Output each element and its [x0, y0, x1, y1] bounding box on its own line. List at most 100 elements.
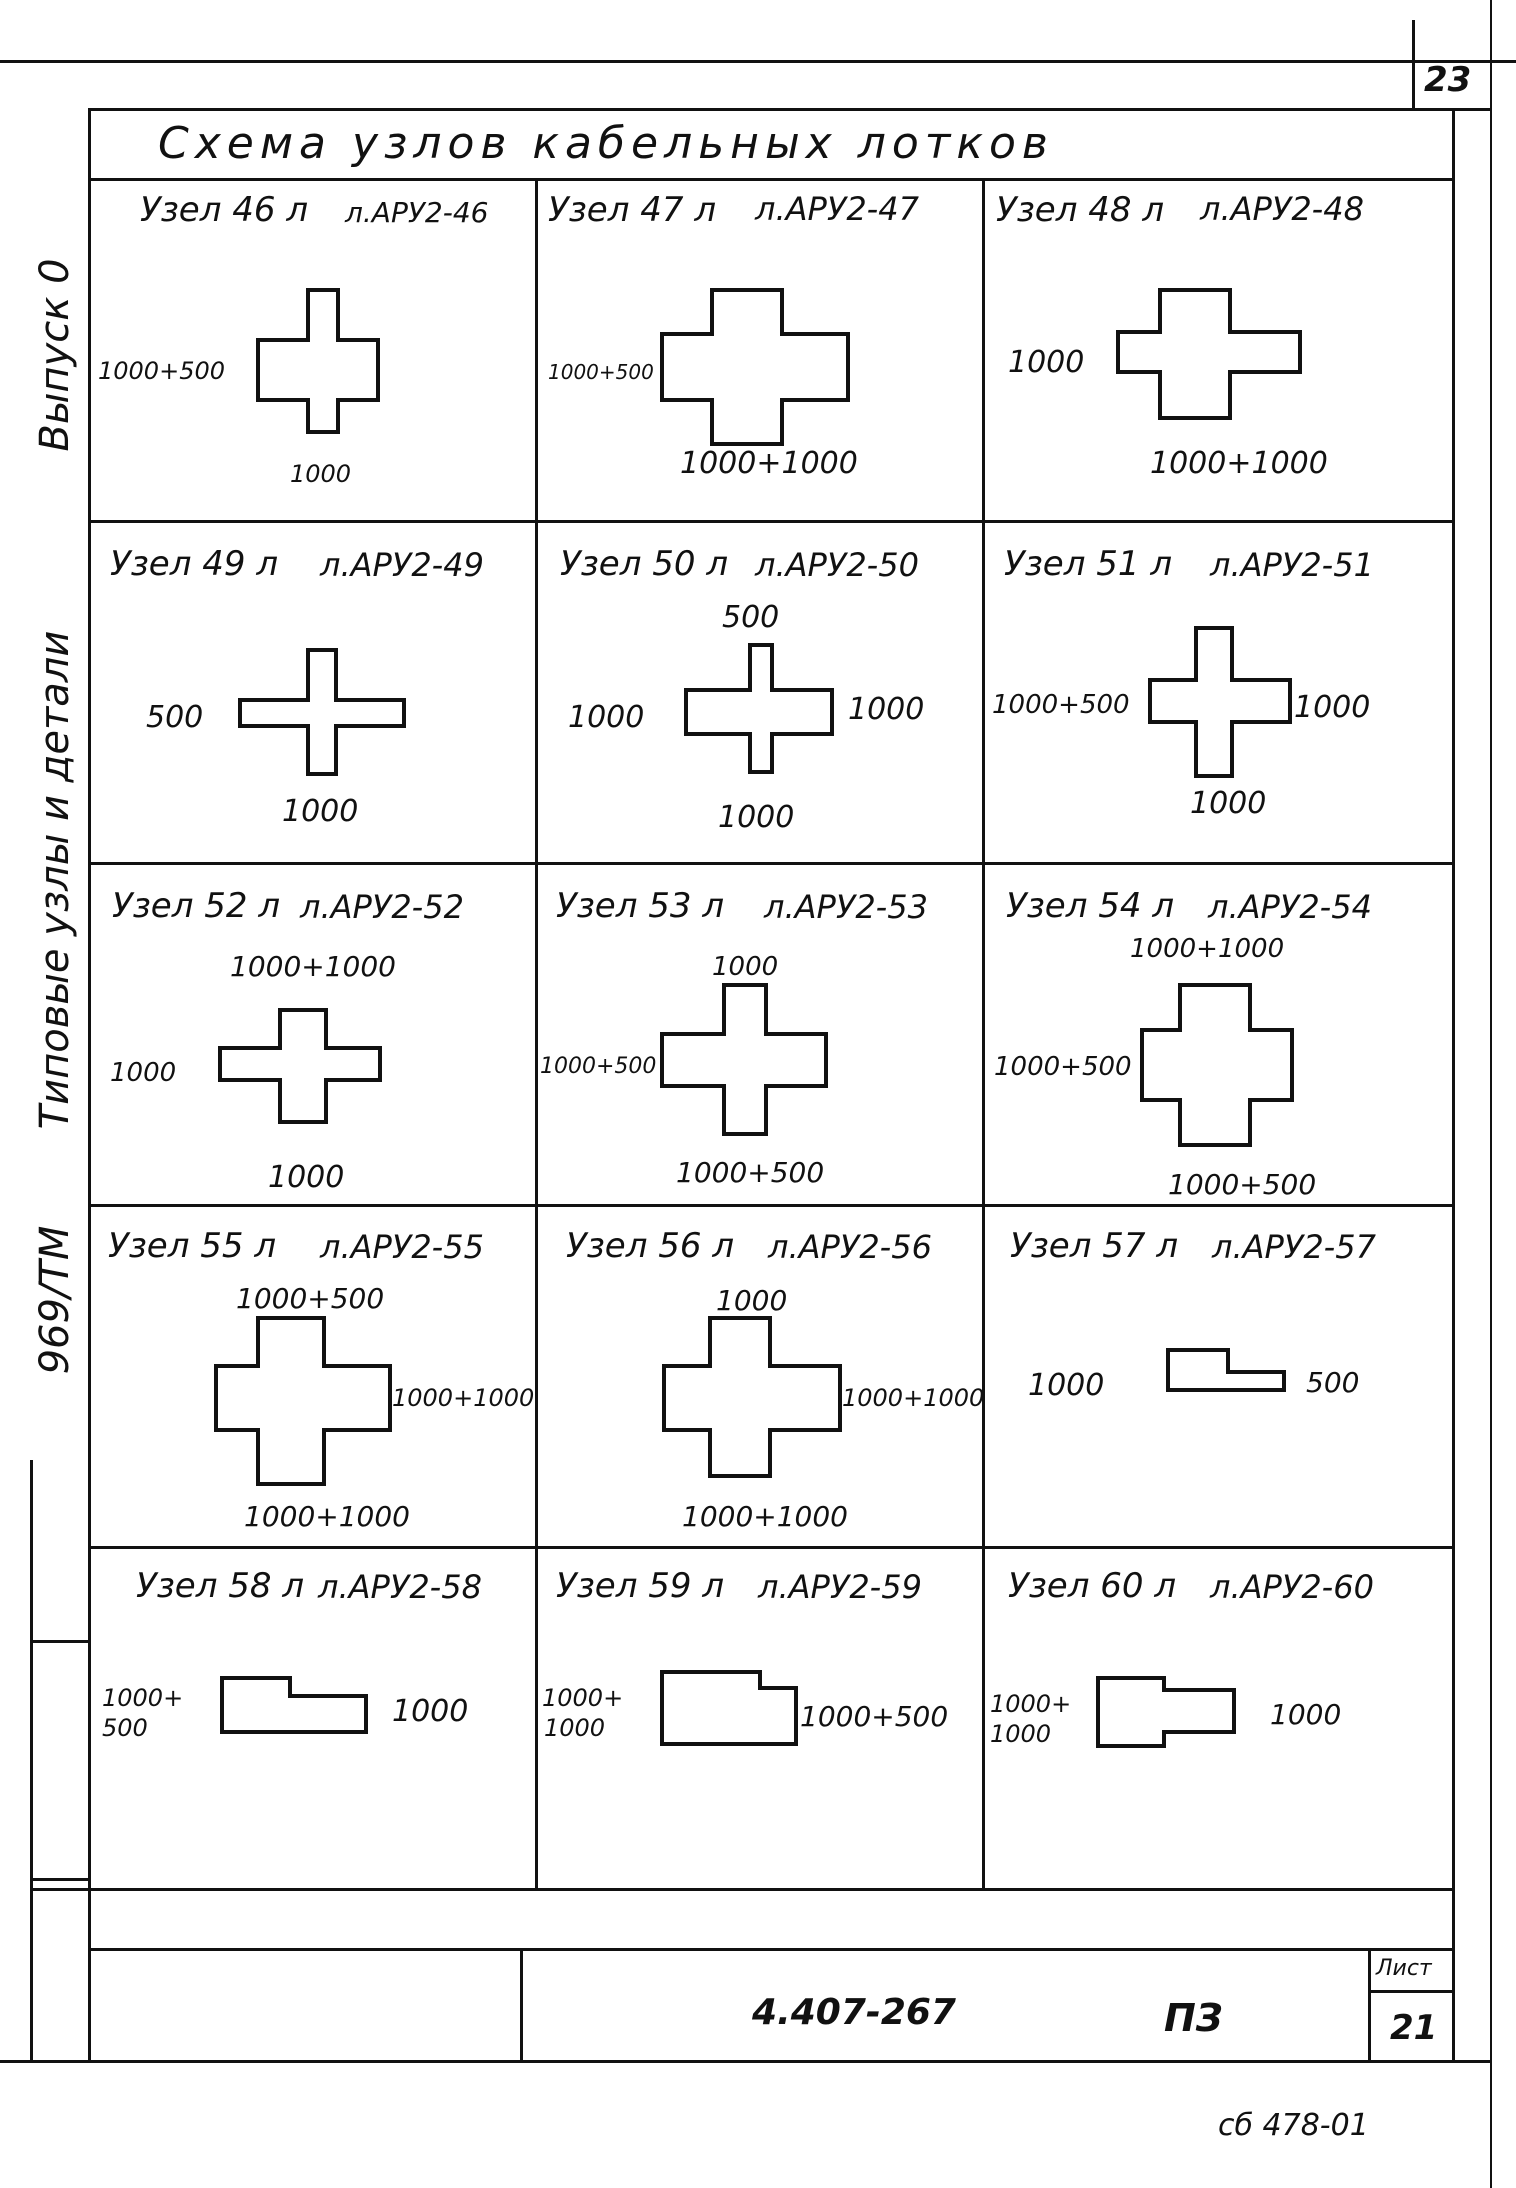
titleblock-divider — [1368, 1948, 1371, 2060]
node-label: 500 — [722, 600, 780, 635]
node-label: 1000 — [848, 692, 925, 727]
node-label: 1000+1000 — [244, 1500, 410, 1533]
node-title: Узел 58 л — [136, 1566, 305, 1606]
frame-left-line — [88, 108, 91, 2060]
node-label: 1000+ — [990, 1690, 1072, 1718]
sheet-title: Схема узлов кабельных лотков — [158, 118, 1054, 169]
node-label: 1000 — [392, 1694, 469, 1729]
table-top-line — [88, 108, 1490, 111]
node-label: 1000+1000 — [230, 950, 396, 983]
node-label: 1000+1000 — [392, 1384, 535, 1412]
node-label: 1000+500 — [1168, 1168, 1317, 1201]
node-title: Узел 51 л — [1004, 544, 1173, 584]
node-label: 1000 — [290, 460, 352, 488]
node-sheet-ref: л.АРУ2-48 — [1200, 190, 1364, 228]
node-sheet-ref: л.АРУ2-59 — [758, 1568, 922, 1606]
node-symbol — [660, 1670, 798, 1746]
grid-row-4 — [88, 1546, 1453, 1549]
node-label: 1000+500 — [540, 1054, 657, 1079]
frame-top-line — [0, 60, 1516, 63]
node-label: 1000+1000 — [1150, 446, 1328, 481]
node-symbol — [256, 288, 380, 434]
node-label: 1000+500 — [548, 360, 654, 384]
node-label: 1000 — [1270, 1698, 1342, 1731]
side-strip-low — [30, 1878, 88, 1881]
grid-row-1 — [88, 520, 1453, 523]
node-label: 500 — [146, 700, 204, 735]
node-title: Узел 59 л — [556, 1566, 725, 1606]
node-label: 1000+500 — [236, 1282, 385, 1315]
node-title: Узел 56 л — [566, 1226, 735, 1266]
node-label: 500 — [1306, 1366, 1360, 1399]
doc-stage: ПЗ — [1164, 1996, 1223, 2040]
node-label: 1000 — [544, 1714, 606, 1742]
node-symbol — [1166, 1348, 1286, 1392]
sheet-label: Лист — [1376, 1956, 1432, 1981]
node-label: 1000+500 — [994, 1052, 1132, 1082]
grid-col-2 — [982, 178, 985, 1888]
node-sheet-ref: л.АРУ2-50 — [755, 546, 919, 584]
node-label: 1000 — [990, 1720, 1052, 1748]
node-label: 1000 — [1028, 1368, 1105, 1403]
node-symbol — [214, 1316, 392, 1486]
titleblock-left — [520, 1948, 523, 2060]
grid-col-1 — [535, 178, 538, 1888]
node-label: 1000+1000 — [842, 1384, 985, 1412]
side-label-issue: Выпуск 0 — [32, 258, 78, 452]
bottom-note: сб 478-01 — [1218, 2108, 1369, 2143]
node-label: 1000 — [110, 1058, 177, 1088]
node-sheet-ref: л.АРУ2-55 — [320, 1228, 484, 1266]
doc-number: 4.407-267 — [752, 1992, 956, 2033]
node-label: 1000 — [1190, 786, 1267, 821]
node-symbol — [238, 648, 406, 776]
node-symbol — [1140, 983, 1294, 1147]
side-label-code: 969/ТМ — [32, 1225, 78, 1375]
node-title: Узел 50 л — [560, 544, 729, 584]
node-title: Узел 47 л — [548, 190, 717, 230]
node-label: 1000 — [268, 1160, 345, 1195]
node-symbol — [220, 1676, 368, 1734]
corner-box-left — [1412, 20, 1415, 108]
grid-row-5 — [30, 1888, 1453, 1891]
side-strip-mid — [30, 1640, 88, 1643]
node-title: Узел 48 л — [996, 190, 1165, 230]
node-sheet-ref: л.АРУ2-56 — [768, 1228, 932, 1266]
node-label: 1000 — [568, 700, 645, 735]
node-sheet-ref: л.АРУ2-54 — [1208, 888, 1372, 926]
side-strip-line — [30, 1460, 33, 2060]
title-row-bottom — [88, 178, 1453, 181]
node-sheet-ref: л.АРУ2-60 — [1210, 1568, 1374, 1606]
node-symbol — [660, 983, 828, 1136]
grid-row-3 — [88, 1204, 1453, 1207]
node-title: Узел 55 л — [108, 1226, 277, 1266]
frame-outer-right-line — [1490, 0, 1492, 2188]
node-symbol — [218, 1008, 382, 1124]
stamp-row-line — [88, 1948, 1453, 1951]
node-label: 1000 — [1294, 690, 1371, 725]
node-label: 1000+ — [542, 1684, 624, 1712]
node-symbol — [1148, 626, 1292, 778]
node-label: 1000+1000 — [1130, 934, 1285, 964]
node-symbol — [684, 643, 834, 774]
node-sheet-ref: л.АРУ2-58 — [318, 1568, 482, 1606]
node-title: Узел 54 л — [1006, 886, 1175, 926]
frame-right-line — [1452, 108, 1455, 2060]
node-sheet-ref: л.АРУ2-46 — [345, 196, 489, 229]
node-sheet-ref: л.АРУ2-51 — [1210, 546, 1374, 584]
node-label: 1000 — [282, 794, 359, 829]
node-sheet-ref: л.АРУ2-49 — [320, 546, 484, 584]
node-symbol — [1116, 288, 1302, 420]
node-sheet-ref: л.АРУ2-57 — [1212, 1228, 1376, 1266]
node-label: 500 — [102, 1714, 148, 1742]
side-label-series: Типовые узлы и детали — [32, 630, 78, 1130]
node-label: 1000 — [716, 1284, 788, 1317]
node-title: Узел 53 л — [556, 886, 725, 926]
sheet-corner-number: 23 — [1424, 60, 1472, 100]
node-title: Узел 57 л — [1010, 1226, 1179, 1266]
node-label: 1000+500 — [98, 357, 225, 385]
sheet-number: 21 — [1390, 2008, 1438, 2048]
node-label: 1000+500 — [800, 1700, 949, 1733]
node-sheet-ref: л.АРУ2-52 — [300, 888, 464, 926]
node-label: 1000+1000 — [682, 1500, 848, 1533]
node-label: 1000 — [712, 952, 779, 982]
